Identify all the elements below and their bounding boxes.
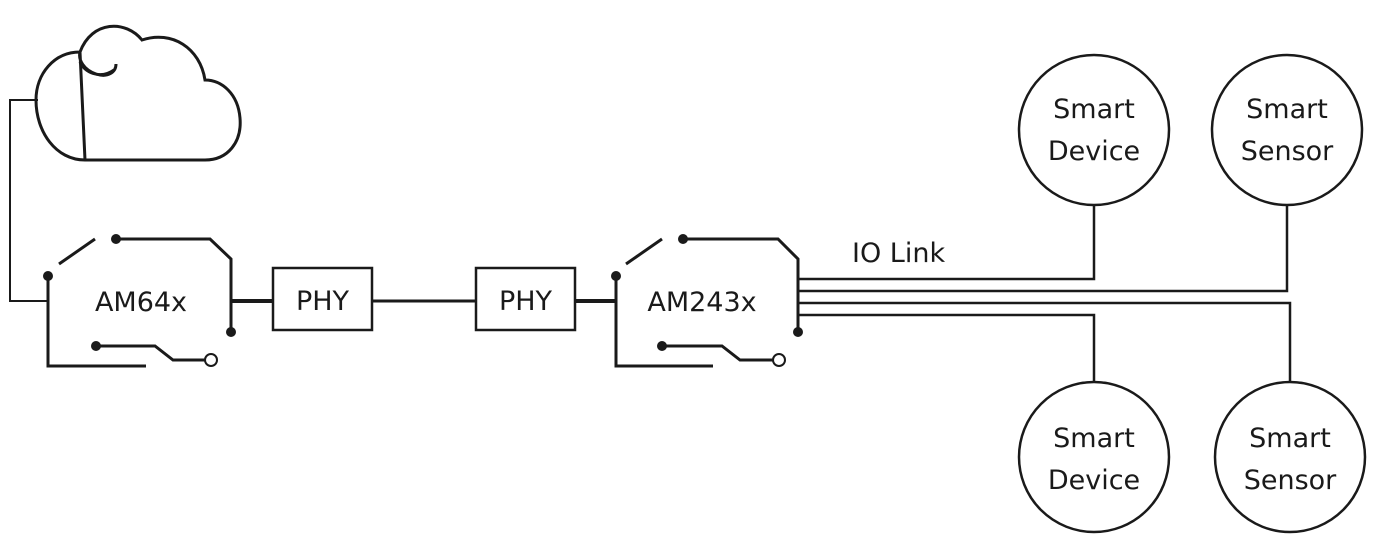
smart-device-bottom-node: Smart Device bbox=[1017, 380, 1171, 534]
io-link-wire-smart-device-top bbox=[798, 205, 1096, 281]
smart-device-top-line2: Device bbox=[1048, 136, 1140, 167]
am243x-node: AM243x bbox=[611, 234, 803, 368]
phy-right-label: PHY bbox=[499, 286, 553, 317]
io-link-label: IO Link bbox=[852, 238, 945, 269]
smart-sensor-bottom-line1: Smart bbox=[1249, 423, 1331, 454]
smart-sensor-top-line2: Sensor bbox=[1241, 136, 1334, 167]
cloud-icon bbox=[34, 24, 242, 162]
smart-sensor-bottom-line2: Sensor bbox=[1244, 465, 1337, 496]
phy-left-label: PHY bbox=[296, 286, 350, 317]
cloud-inner-curve bbox=[78, 61, 115, 76]
smart-device-bottom-line1: Smart bbox=[1053, 423, 1135, 454]
phy-left-box bbox=[271, 266, 374, 332]
phy-right-node: PHY bbox=[474, 266, 577, 332]
cloud-to-am64x-link bbox=[9, 99, 48, 302]
smart-sensor-bottom-node: Smart Sensor bbox=[1213, 380, 1367, 534]
smart-sensor-top-line1: Smart bbox=[1246, 94, 1328, 125]
io-link-wire-smart-sensor-top bbox=[798, 205, 1289, 293]
industrial-controller-icon bbox=[43, 234, 236, 368]
phy-left-node: PHY bbox=[271, 266, 374, 332]
smart-device-top-line1: Smart bbox=[1053, 94, 1135, 125]
smart-sensor-bottom-circle bbox=[1213, 380, 1367, 534]
smart-sensor-top-circle bbox=[1210, 53, 1364, 207]
am243x-label: AM243x bbox=[647, 287, 756, 318]
am64x-node: AM64x bbox=[43, 234, 236, 368]
smart-device-top-circle bbox=[1017, 53, 1171, 207]
smart-device-bottom-circle bbox=[1017, 380, 1171, 534]
smart-sensor-top-node: Smart Sensor bbox=[1210, 53, 1364, 207]
smart-device-bottom-line2: Device bbox=[1048, 465, 1140, 496]
industrial-controller-icon bbox=[611, 234, 803, 368]
smart-device-top-node: Smart Device bbox=[1017, 53, 1171, 207]
io-link-wire-smart-sensor-bottom bbox=[798, 301, 1292, 382]
io-link-wire-smart-device-bottom bbox=[798, 313, 1096, 382]
am64x-label: AM64x bbox=[95, 287, 187, 318]
